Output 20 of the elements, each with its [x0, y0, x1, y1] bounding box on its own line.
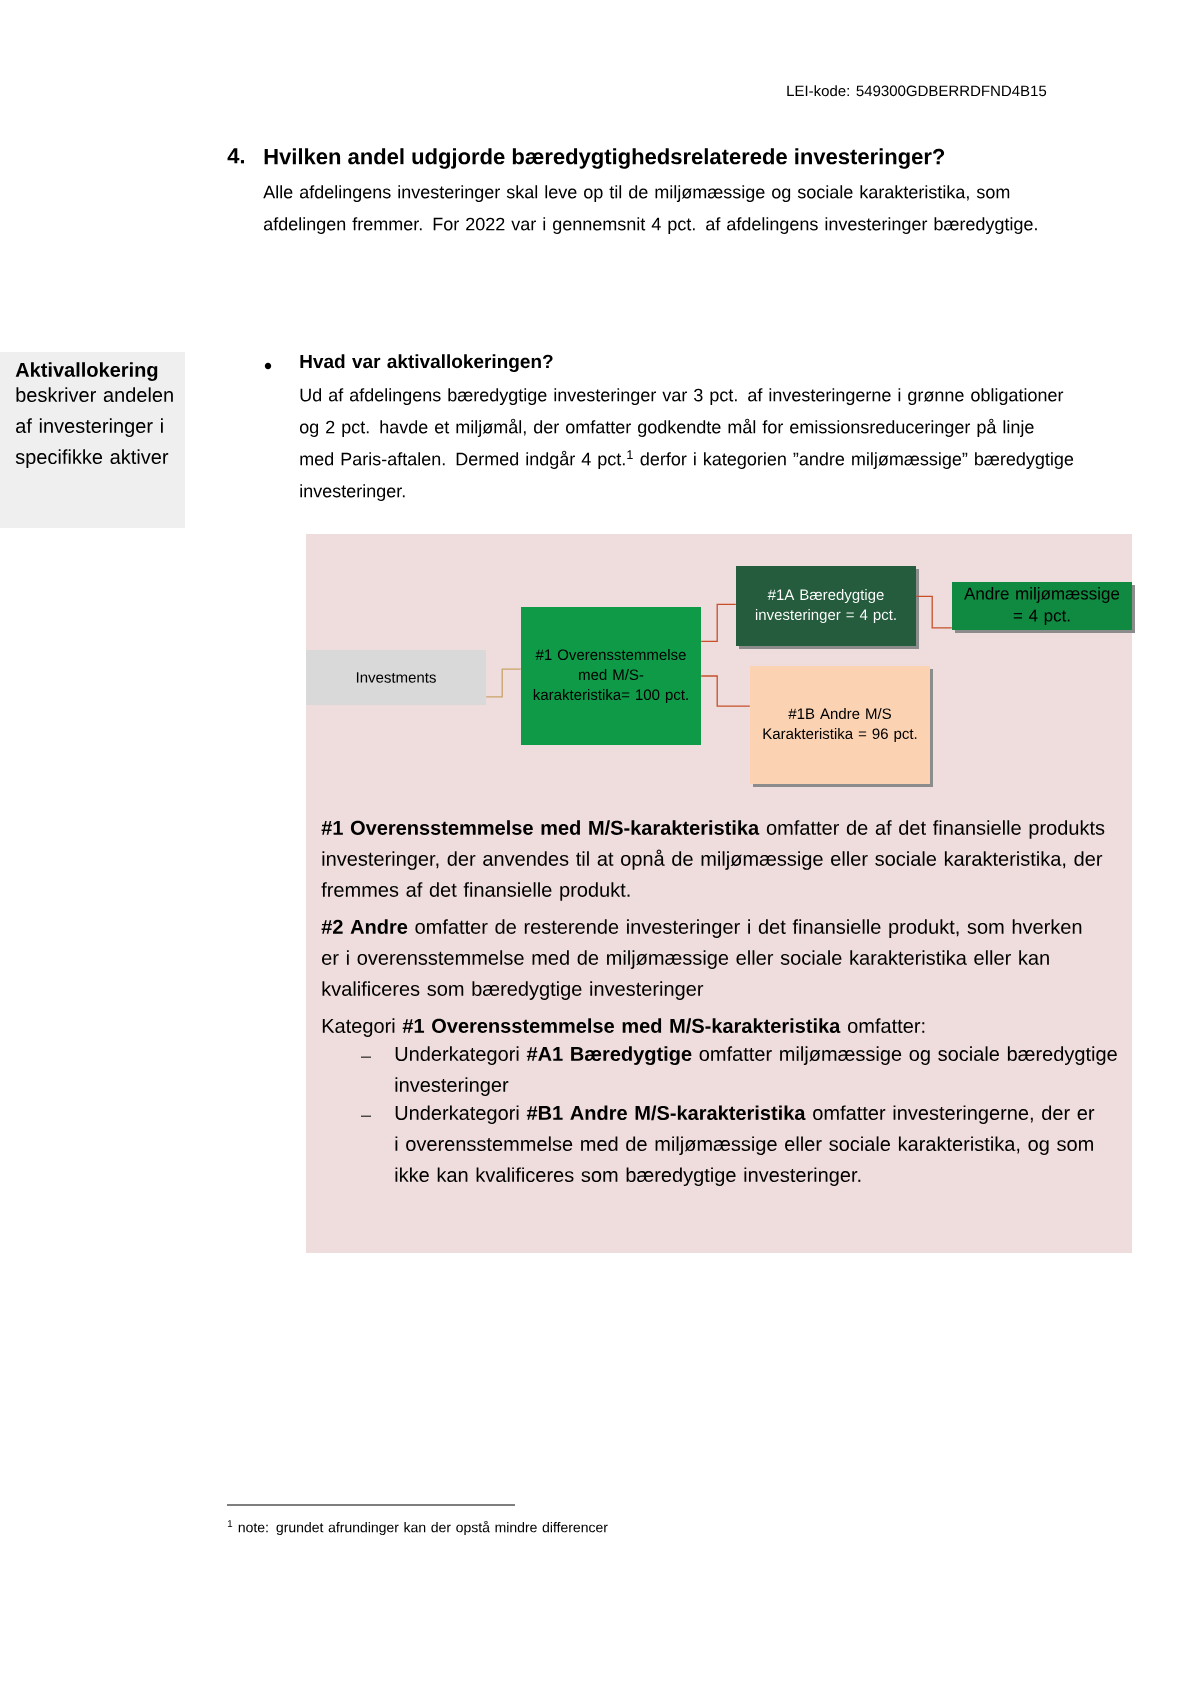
bullet-heading: Hvad var aktivallokeringen?: [264, 354, 553, 372]
connector: [485, 668, 522, 698]
category-box: #1 Overensstemmelse med M/S-karakteristika= 100 pct.: [521, 607, 701, 745]
sidebar-box: Aktivallokering beskriver andelen af investeringer i specifikke aktiver: [0, 352, 185, 528]
category-box: #1A Bæredygtige investeringer = 4 pct.: [736, 566, 919, 649]
paragraph: Kategori #1 Overensstemmelse med M/S-karakteristika omfatter:: [322, 1018, 925, 1037]
list-item: Underkategori #B1 Andre M/S-karakteristika omfatter investeringerne, der er i overensstemmelse med de miljømæssige eller sociale karakteristika, og som ikke kan kvalificeres som bæredygtige investeringer.: [360, 1105, 1095, 1187]
category-box: Investments: [306, 650, 486, 705]
footnote: $^{1}$ note: grundet afrundinger kan der opstå mindre differencer: [227, 1520, 608, 1536]
connector: [915, 595, 953, 629]
paragraph: Alle afdelingens investeringer skal leve op til de miljømæssige og sociale karakteristika, som afdelingen fremmer. For 2022 var i gennemsnit 4 pct. af afdelingens investeringer bæredygtige.: [263, 185, 1037, 234]
category-box: #1B Andre M/S Karakteristika = 96 pct.: [750, 666, 933, 787]
connector: [700, 603, 737, 643]
header-text: LEI-kode: 549300GDBERRDFND4B15: [787, 85, 1047, 97]
connector: [700, 675, 751, 707]
paragraph: Ud af afdelingens bæredygtige investeringer var 3 pct. af investeringerne i grønne obligationer og 2 pct. havde et miljømål, der omfatter godkendte mål for emissionsreduceringer på linje med Paris-aftalen. Dermed indgår 4 pct.$^{1}$ derfor i kategorien ”andre miljømæssige” bæredygtige investeringer.: [299, 388, 1074, 501]
category-box: Andre miljømæssige = 4 pct.: [952, 582, 1135, 633]
heading: Hvilken andel udgjorde bæredygtighedsrelaterede investeringer?: [264, 148, 945, 169]
section-number: 4.: [227, 148, 245, 164]
paragraph: #1 Overensstemmelse med M/S-karakteristika omfatter de af det finansielle produkts investeringer, der anvendes til at opnå de miljømæssige eller sociale karakteristika, der fremmes af det finansielle produkt.: [321, 820, 1105, 901]
